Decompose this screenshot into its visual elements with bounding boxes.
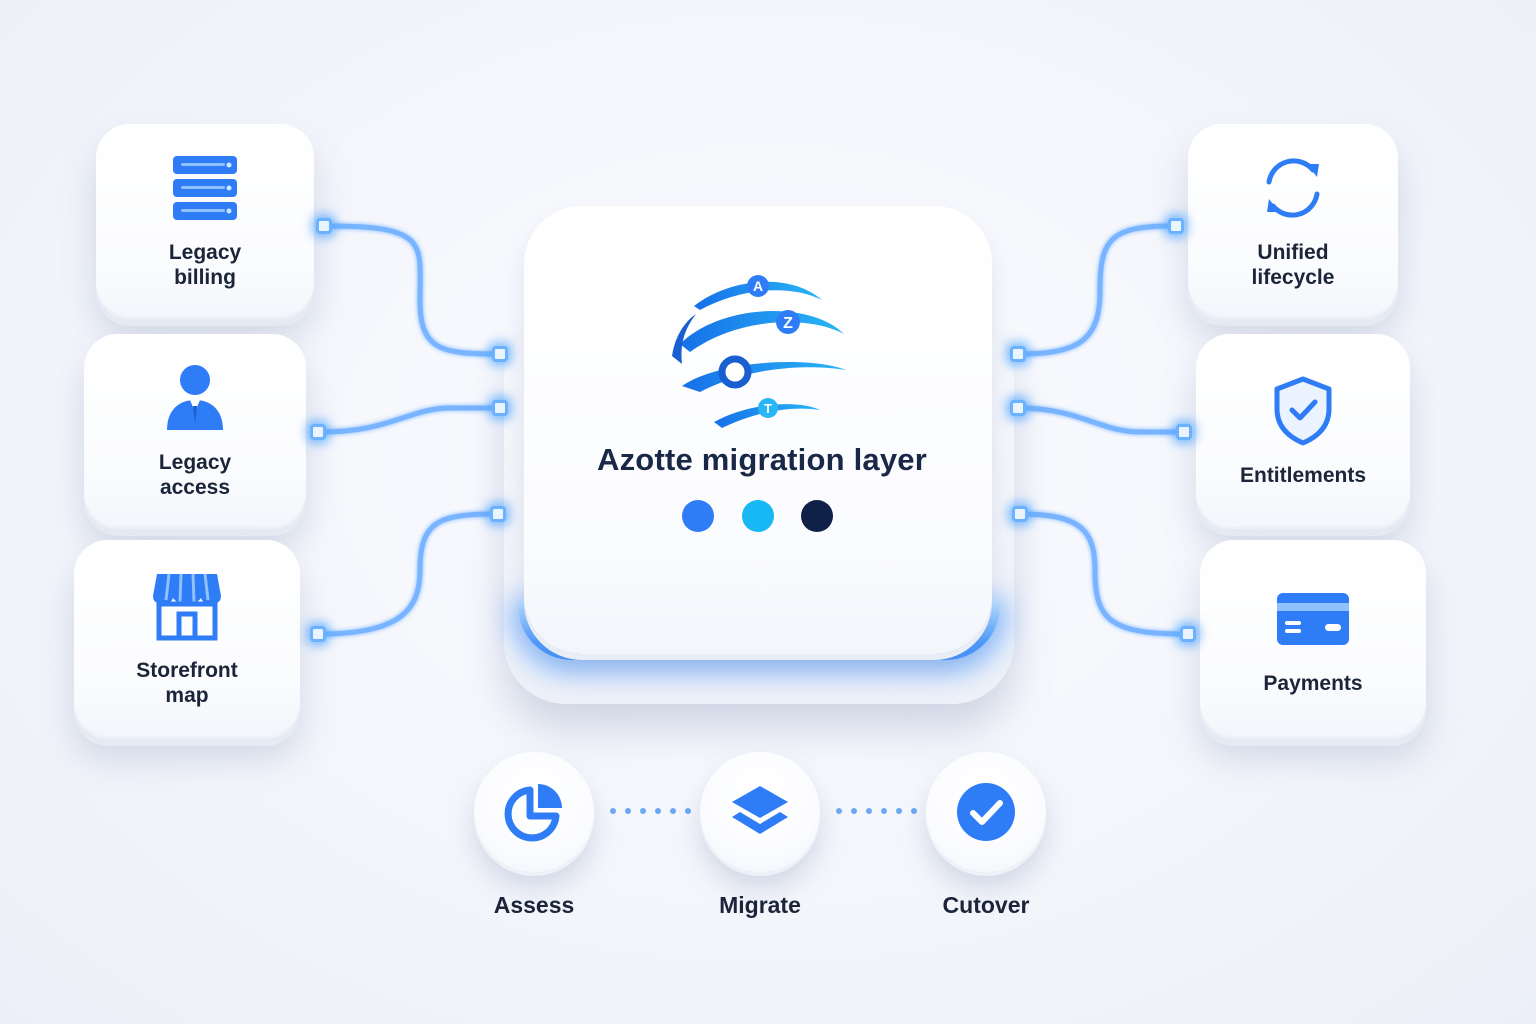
port-storefront-map-out	[310, 626, 326, 642]
step-cutover-label: Cutover	[942, 892, 1030, 918]
storefront-icon	[153, 573, 221, 641]
port-hub-in-3	[490, 506, 506, 522]
wire-legacy-billing	[327, 223, 503, 357]
port-unified-lifecycle-in	[1168, 218, 1184, 234]
unified-lifecycle-label: Unified lifecycle	[1251, 241, 1335, 289]
legacy-billing-label: Legacy billing	[168, 241, 242, 289]
wire-payments	[1017, 511, 1189, 637]
credit-card-icon	[1277, 592, 1349, 645]
legacy-billing-card[interactable]: Legacy billing	[96, 124, 314, 316]
server-stack-icon	[173, 156, 237, 220]
port-entitlements-in	[1176, 424, 1192, 440]
port-legacy-billing-out	[316, 218, 332, 234]
legacy-access-card[interactable]: Legacy access	[84, 334, 306, 526]
step-cutover[interactable]	[926, 752, 1046, 872]
payments-label: Payments	[1263, 671, 1363, 695]
logo-letter-z: Z	[783, 315, 793, 332]
wire-entitlements	[1015, 405, 1183, 435]
entitlements-card[interactable]: Entitlements	[1196, 334, 1410, 526]
payments-card[interactable]: Payments	[1200, 540, 1426, 736]
refresh-cycle-icon	[1266, 158, 1320, 218]
logo-letter-a: A	[753, 278, 763, 294]
storefront-map-label: Storefront map	[136, 659, 238, 707]
layers-icon	[732, 786, 788, 834]
wire-legacy-access	[319, 405, 503, 435]
entitlements-label: Entitlements	[1239, 463, 1367, 487]
hub-title: Azotte migration layer	[597, 442, 927, 477]
port-payments-in	[1180, 626, 1196, 642]
check-circle-icon	[957, 783, 1015, 841]
port-hub-in-1	[492, 346, 508, 362]
shield-check-icon	[1274, 376, 1332, 445]
step-migrate[interactable]	[700, 752, 820, 872]
port-hub-out-1	[1010, 346, 1026, 362]
azotte-logo-icon: A Z T	[672, 275, 846, 428]
step-assess-label: Assess	[493, 892, 575, 918]
port-hub-in-2	[492, 400, 508, 416]
status-dot-cyan	[742, 500, 774, 532]
user-icon	[167, 365, 223, 430]
port-hub-out-2	[1010, 400, 1026, 416]
step-assess[interactable]	[474, 752, 594, 872]
legacy-access-label: Legacy access	[158, 451, 232, 499]
port-hub-out-3	[1012, 506, 1028, 522]
port-legacy-access-out	[310, 424, 326, 440]
wire-storefront-map	[317, 511, 501, 637]
storefront-map-card[interactable]: Storefront map	[74, 540, 300, 736]
wire-unified-lifecycle	[1015, 223, 1175, 357]
pie-chart-icon	[504, 784, 562, 842]
step-connector-2	[836, 808, 917, 814]
logo-letter-t: T	[764, 401, 772, 416]
unified-lifecycle-card[interactable]: Unified lifecycle	[1188, 124, 1398, 316]
status-dot-blue	[682, 500, 714, 532]
step-connector-1	[610, 808, 691, 814]
step-migrate-label: Migrate	[719, 892, 801, 918]
status-dot-navy	[801, 500, 833, 532]
